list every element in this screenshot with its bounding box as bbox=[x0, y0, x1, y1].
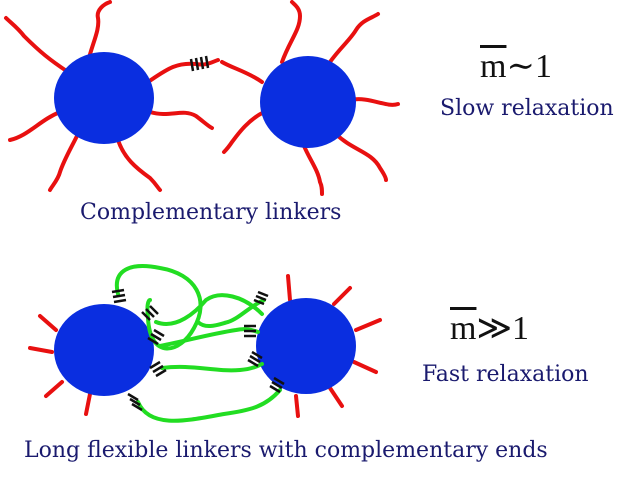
bottom-right-particle-group bbox=[256, 274, 382, 418]
top-right-particle bbox=[260, 56, 356, 148]
slow-relaxation-label: Slow relaxation bbox=[440, 96, 614, 121]
green-linker bbox=[196, 298, 266, 329]
red-stub bbox=[328, 386, 344, 408]
red-linker bbox=[4, 16, 70, 74]
red-stub bbox=[28, 346, 54, 354]
top-m-symbol: m bbox=[480, 48, 507, 85]
fast-relaxation-label: Fast relaxation bbox=[422, 362, 589, 387]
bottom-relation: ≫ bbox=[476, 310, 513, 347]
top-value: 1 bbox=[534, 48, 552, 85]
red-stub bbox=[332, 286, 352, 306]
long-flexible-linkers-caption: Long flexible linkers with complementary… bbox=[24, 438, 548, 463]
top-left-particle-group bbox=[4, 0, 220, 192]
red-linker bbox=[222, 110, 266, 154]
bottom-value: 1 bbox=[512, 310, 530, 347]
red-linker bbox=[148, 110, 214, 130]
red-linker bbox=[348, 97, 400, 107]
red-stub bbox=[286, 274, 292, 302]
red-stub bbox=[352, 360, 378, 374]
red-stub bbox=[354, 318, 382, 332]
bottom-m-symbol: m bbox=[450, 310, 477, 347]
green-linker bbox=[154, 293, 264, 326]
green-linker bbox=[136, 388, 282, 423]
bottom-left-particle-group bbox=[28, 304, 154, 416]
red-stub bbox=[84, 392, 92, 416]
linker-end-mark bbox=[189, 55, 210, 72]
red-linker bbox=[280, 0, 303, 64]
red-linker bbox=[334, 132, 388, 182]
red-linker bbox=[86, 0, 112, 64]
bottom-m-expression: m≫1 bbox=[450, 308, 529, 348]
green-linker bbox=[158, 327, 260, 348]
red-linker bbox=[8, 110, 62, 142]
bottom-right-particle bbox=[256, 298, 356, 394]
red-stub bbox=[38, 314, 58, 332]
linker-end-marks bbox=[111, 288, 285, 412]
top-left-particle bbox=[54, 52, 154, 144]
red-linker bbox=[328, 12, 380, 64]
red-stub bbox=[44, 380, 64, 398]
bottom-left-particle bbox=[54, 304, 154, 396]
top-right-particle-group bbox=[220, 0, 400, 196]
top-m-expression: m∼1 bbox=[480, 46, 552, 86]
red-linker bbox=[48, 132, 80, 192]
green-linker bbox=[160, 362, 264, 373]
red-stub bbox=[294, 394, 300, 418]
complementary-linkers-caption: Complementary linkers bbox=[80, 200, 342, 225]
red-linker bbox=[220, 60, 264, 84]
red-linker bbox=[302, 144, 324, 196]
red-linker bbox=[116, 138, 162, 192]
top-relation: ∼ bbox=[506, 48, 535, 85]
